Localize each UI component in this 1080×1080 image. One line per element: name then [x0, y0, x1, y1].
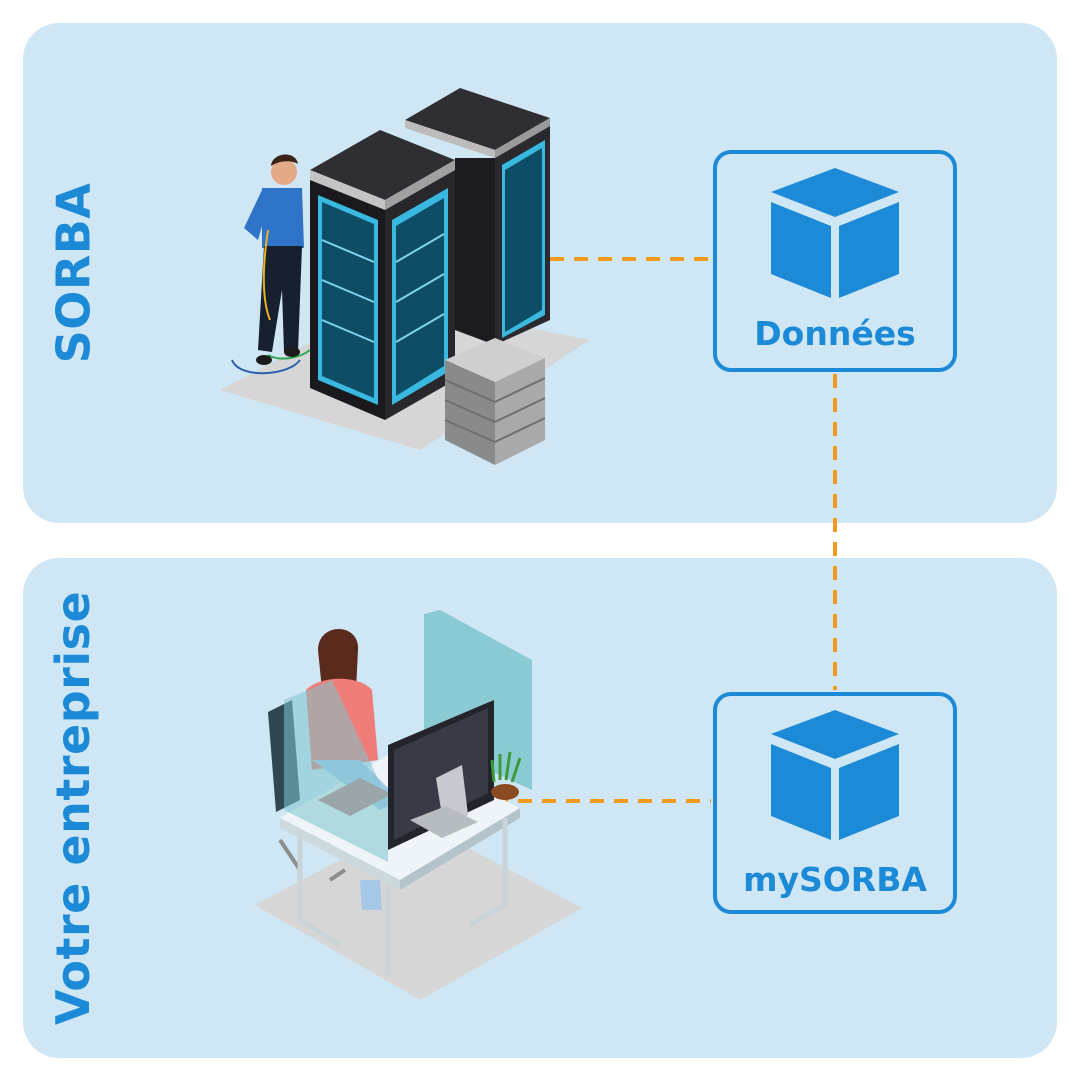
server-room-illustration: [220, 88, 590, 465]
donnees-label: Données: [754, 314, 916, 353]
cube-icon: [771, 168, 899, 298]
mysorba-node: mySORBA: [713, 692, 957, 914]
cube-icon: [771, 710, 899, 840]
donnees-node: Données: [713, 150, 957, 372]
connector-lines: [470, 257, 837, 803]
office-illustration: [255, 610, 582, 1000]
mysorba-label: mySORBA: [743, 860, 927, 899]
